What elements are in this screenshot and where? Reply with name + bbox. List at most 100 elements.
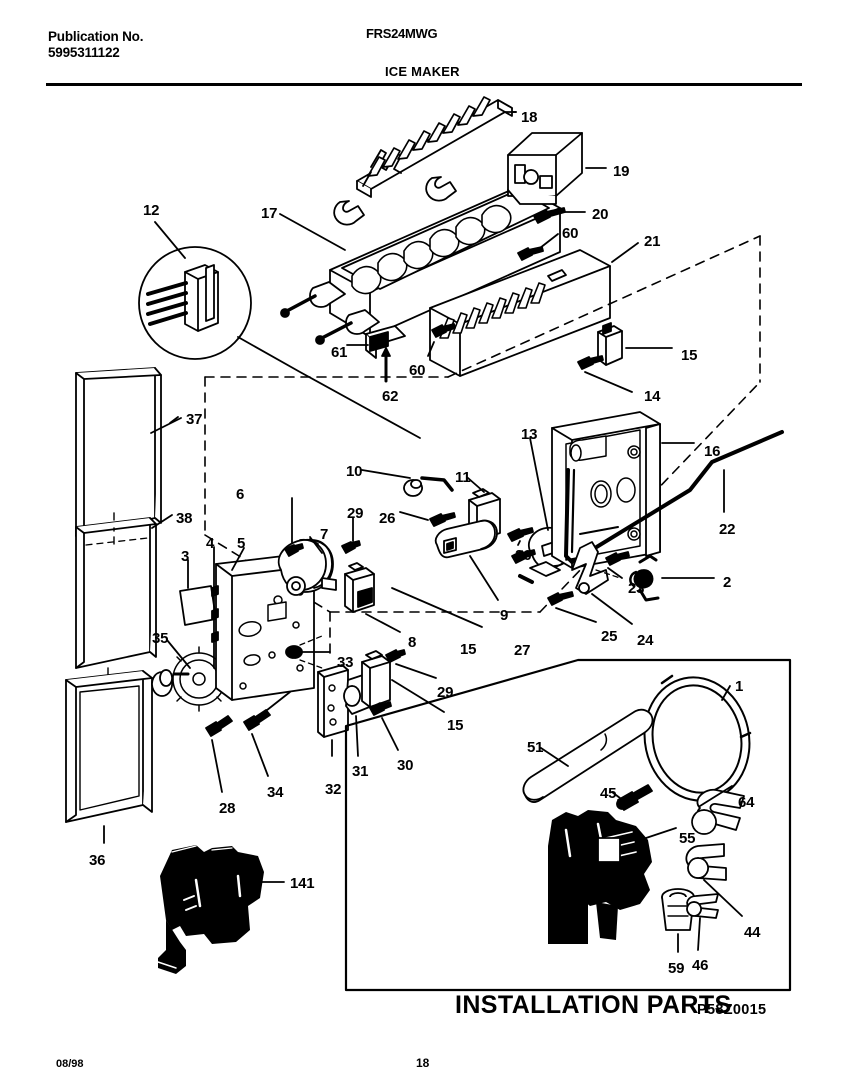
part-8-switch bbox=[344, 562, 375, 613]
part-30-screw bbox=[369, 701, 392, 716]
part-12-harness-detail bbox=[138, 246, 252, 360]
callout-number-51: 51 bbox=[527, 739, 544, 756]
section-title: ICE MAKER bbox=[385, 64, 460, 79]
part-6-screw bbox=[284, 543, 304, 557]
callout-number-13: 13 bbox=[521, 426, 538, 443]
callout-number-18: 18 bbox=[521, 109, 538, 126]
callout-number-16: 16 bbox=[704, 443, 721, 460]
callout-number-62: 62 bbox=[382, 388, 399, 405]
callout-number-17: 17 bbox=[261, 205, 278, 222]
header-divider bbox=[46, 83, 802, 86]
part-36-housing bbox=[65, 670, 153, 823]
part-10-lever bbox=[403, 476, 454, 497]
drawing-code: P58Z0015 bbox=[697, 1002, 767, 1018]
ejector-pin bbox=[315, 309, 380, 345]
callout-number-61: 61 bbox=[331, 344, 348, 361]
part-32-bracket bbox=[317, 664, 349, 738]
ejector-shaft bbox=[280, 281, 346, 318]
part-21-mold-cover bbox=[429, 249, 611, 377]
part-33-pin bbox=[285, 645, 303, 659]
callout-number-29: 29 bbox=[437, 684, 454, 701]
part-26-lower-screw bbox=[507, 527, 534, 542]
callout-number-34: 34 bbox=[267, 784, 284, 801]
part-60-screw-lower bbox=[431, 323, 456, 338]
callout-number-29: 29 bbox=[347, 505, 364, 522]
callout-number-141: 141 bbox=[290, 875, 315, 892]
callout-number-27: 27 bbox=[514, 642, 531, 659]
callout-number-20: 20 bbox=[592, 206, 609, 223]
callout-number-38: 38 bbox=[176, 510, 193, 527]
callout-number-6: 6 bbox=[236, 486, 245, 503]
part-59-grommet bbox=[661, 888, 695, 931]
part-25-screw bbox=[547, 591, 574, 606]
callout-number-30: 30 bbox=[397, 757, 414, 774]
callout-number-3: 3 bbox=[181, 548, 190, 565]
callout-number-31: 31 bbox=[352, 763, 369, 780]
part-17-ice-mold bbox=[329, 167, 561, 338]
part-37-panel bbox=[75, 367, 162, 537]
part-28-screw bbox=[205, 715, 233, 737]
callout-number-11: 11 bbox=[455, 469, 471, 486]
part-29-lower-screw bbox=[385, 649, 406, 663]
part-15-lower-bushing bbox=[361, 650, 391, 708]
callout-number-15: 15 bbox=[460, 641, 477, 658]
callout-number-35: 35 bbox=[152, 630, 169, 647]
callout-number-12: 12 bbox=[143, 202, 160, 219]
callout-number-23: 23 bbox=[628, 580, 645, 597]
assembly-boundary bbox=[204, 235, 761, 661]
footer-date: 08/98 bbox=[56, 1058, 84, 1070]
callout-number-28: 28 bbox=[219, 800, 236, 817]
part-62-pin bbox=[381, 347, 391, 383]
part-3-label-plate bbox=[179, 585, 217, 626]
footer-page-number: 18 bbox=[416, 1056, 430, 1070]
callout-number-15: 15 bbox=[447, 717, 464, 734]
callout-number-60: 60 bbox=[562, 225, 579, 242]
part-15-upper-bushing bbox=[597, 322, 623, 366]
part-24-pivot-lever bbox=[571, 541, 621, 595]
part-16-support-bracket bbox=[551, 411, 661, 569]
installation-parts-title: INSTALLATION PARTS bbox=[455, 991, 732, 1019]
installation-parts-box bbox=[344, 658, 792, 992]
part-7-motor bbox=[277, 538, 337, 596]
callout-number-9: 9 bbox=[500, 607, 509, 624]
part-61-ejector-blade bbox=[365, 325, 406, 359]
callout-number-15: 15 bbox=[681, 347, 698, 364]
callout-number-2: 2 bbox=[723, 574, 732, 591]
part-9-solenoid bbox=[434, 519, 498, 559]
part-35-drive-gear bbox=[151, 646, 232, 712]
callout-number-45: 45 bbox=[600, 785, 617, 802]
part-19-fill-cup bbox=[507, 132, 583, 205]
part-11-switch-block bbox=[468, 488, 501, 542]
callout-number-1: 1 bbox=[735, 678, 744, 695]
part-141-water-valve bbox=[157, 845, 264, 977]
callout-number-46: 46 bbox=[692, 957, 709, 974]
callout-number-4: 4 bbox=[206, 535, 215, 552]
part-46-clamp bbox=[686, 893, 719, 919]
part-20-screw bbox=[533, 207, 566, 224]
callout-number-26: 26 bbox=[379, 510, 396, 527]
callout-number-64: 64 bbox=[738, 794, 755, 811]
callout-number-60: 60 bbox=[409, 362, 426, 379]
callout-number-36: 36 bbox=[89, 852, 106, 869]
part-34-screw bbox=[243, 709, 271, 731]
callout-number-14: 14 bbox=[644, 388, 661, 405]
model-number: FRS24MWG bbox=[366, 26, 438, 41]
part-18-stripper bbox=[356, 96, 513, 198]
part-23-screw bbox=[605, 551, 630, 566]
part-14-screw bbox=[577, 355, 604, 370]
publication-number: 5995311122 bbox=[48, 45, 120, 60]
part-22-bail-arm bbox=[564, 430, 784, 564]
callout-number-25: 25 bbox=[601, 628, 618, 645]
part-60-screw-upper bbox=[517, 246, 544, 261]
callout-number-37: 37 bbox=[186, 411, 203, 428]
callout-number-5: 5 bbox=[237, 535, 246, 552]
callout-number-33: 33 bbox=[337, 654, 354, 671]
callout-number-21: 21 bbox=[644, 233, 661, 250]
publication-label: Publication No. bbox=[48, 29, 144, 44]
part-64-clamp bbox=[691, 788, 745, 835]
callout-number-10: 10 bbox=[346, 463, 363, 480]
part-38-panel bbox=[75, 517, 157, 669]
part-5-gearcase-plate bbox=[211, 553, 315, 701]
